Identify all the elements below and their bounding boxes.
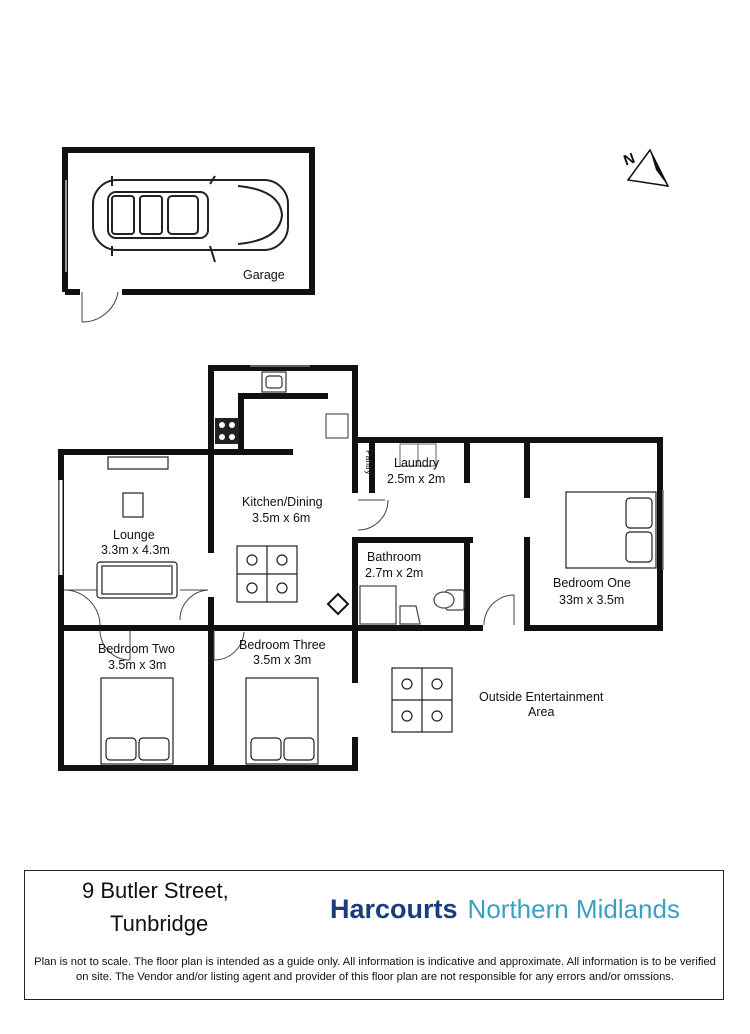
bathroom-label: Bathroom [367,550,421,564]
bathroom-fixtures [359,585,465,625]
address-line-1: 9 Butler Street, [82,878,229,903]
bedroom-two-size: 3.5m x 3m [108,658,166,672]
kitchen-size: 3.5m x 6m [252,511,310,525]
lounge-label: Lounge [113,528,155,542]
bedroom-two-label: Bedroom Two [98,642,175,656]
windows [58,365,664,575]
bedroom-one-size: 33m x 3.5m [559,593,624,607]
bed-icon-bedroom-three [245,677,319,765]
bed-icon-bedroom-two [100,677,174,765]
floor-plan: Garage N [58,147,670,771]
garage-door [81,291,119,323]
north-arrow-icon: N [621,148,670,187]
kitchen-sink-icon [261,371,287,393]
lounge-furniture [96,456,178,599]
office-name: Northern Midlands [467,894,680,924]
laundry-tub-icon [399,443,437,467]
doors [63,499,515,661]
harcourts-logo: Harcourts Northern Midlands [330,894,680,925]
bathroom-size: 2.7m x 2m [365,566,423,580]
bed-icon-bedroom-one [565,491,657,569]
fireplace-icon [326,592,350,616]
bedroom-three-size: 3.5m x 3m [253,653,311,667]
stove-icon [215,418,239,444]
footer-box [24,870,724,1000]
outside-area-label-line1: Outside Entertainment [479,690,604,704]
north-label: N [621,150,637,170]
outdoor-table-icon [391,667,453,733]
bedroom-one-label: Bedroom One [553,576,631,590]
outside-area-label-line2: Area [528,705,554,719]
laundry-size: 2.5m x 2m [387,472,445,486]
brand-name: Harcourts [330,894,458,924]
fridge-icon [325,413,349,439]
lounge-size: 3.3m x 4.3m [101,543,170,557]
car-icon [92,175,289,263]
laundry-label: Laundry [394,456,440,470]
address-line-2: Tunbridge [110,911,209,936]
garage-label: Garage [243,268,285,282]
dining-table-icon [236,545,298,603]
disclaimer-text: Plan is not to scale. The floor plan is … [34,956,716,983]
bedroom-three-label: Bedroom Three [239,638,326,652]
pantry-label: Pantry [364,450,374,475]
kitchen-label: Kitchen/Dining [242,495,323,509]
